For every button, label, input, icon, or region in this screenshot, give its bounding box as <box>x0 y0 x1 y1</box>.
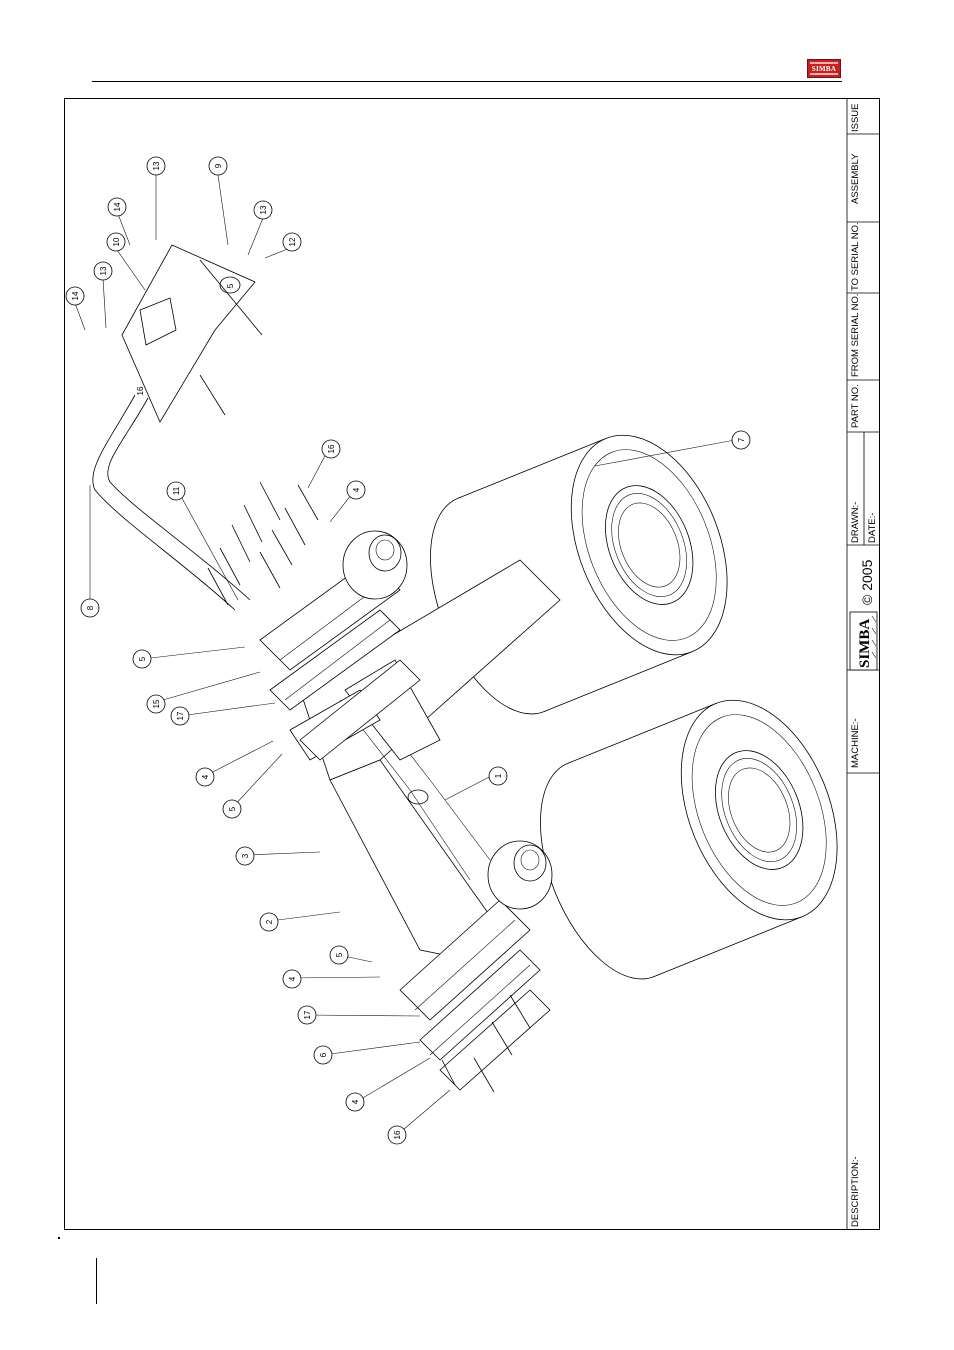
callout-label: 14 <box>71 291 80 300</box>
callout-bubble: 14 <box>66 287 84 305</box>
assembly-label: ASSEMBLY <box>850 153 861 204</box>
company-logo: SIMBA <box>850 612 877 670</box>
from-serial-label: FROM SERIAL NO. <box>850 293 861 377</box>
machine-label: MACHINE:- <box>850 718 861 768</box>
callout-bubble: 17 <box>171 707 189 725</box>
callout-bubble: 10 <box>107 233 125 251</box>
callout-bubble: 4 <box>196 768 214 786</box>
callout-bubble: 6 <box>314 1046 332 1064</box>
to-serial-label: TO SERIAL NO. <box>850 222 861 291</box>
callout-bubble: 13 <box>147 157 165 175</box>
callout-label: 13 <box>259 205 268 214</box>
callout-bubble: 13 <box>254 201 272 219</box>
company-logo-text: SIMBA <box>857 619 873 668</box>
title-block: ISSUE ASSEMBLY TO SERIAL NO. FROM SERIAL… <box>847 98 880 1230</box>
callout-bubble: 5 <box>223 800 241 818</box>
callout-bubble: 15 <box>147 695 165 713</box>
callout-bubble: 16 <box>388 1126 406 1144</box>
callout-bubble: 3 <box>236 847 254 865</box>
callout-label: 16 <box>327 444 336 453</box>
callout-bubble: 1 <box>489 767 507 785</box>
callout-label: 11 <box>172 486 181 495</box>
callout-label: 10 <box>112 237 121 246</box>
callout-label: 5 <box>226 283 235 288</box>
callout-bubble: 5 <box>330 946 348 964</box>
callout-label: 5 <box>228 806 237 811</box>
callout-bubble: 13 <box>94 262 112 280</box>
callout-label: 2 <box>265 919 274 924</box>
callout-label: 4 <box>288 976 297 981</box>
part-no-label: PART NO. <box>850 384 861 428</box>
callout-label-group: 5 <box>226 283 235 288</box>
callout-bubble: 7 <box>732 431 750 449</box>
callout-label: 13 <box>152 161 161 170</box>
callout-label: 13 <box>99 266 108 275</box>
callout-label: 9 <box>214 163 223 168</box>
callout-bubble: 16 <box>322 440 340 458</box>
callout-bubble: 4 <box>346 1093 364 1111</box>
callout-label: 16 <box>136 386 145 395</box>
callout-bubble: 5 <box>133 650 151 668</box>
callout-label: 6 <box>319 1052 328 1057</box>
light-bracket-arm <box>93 395 250 610</box>
callout-bubble: 14 <box>108 198 126 216</box>
callout-bubble: 9 <box>209 157 227 175</box>
callout-bubble: 8 <box>81 599 99 617</box>
callout-label: 16 <box>393 1130 402 1139</box>
callout-bubble: 4 <box>347 481 365 499</box>
callout-label: 14 <box>113 202 122 211</box>
callout-bubble: 2 <box>260 913 278 931</box>
date-label: DATE:- <box>867 513 878 543</box>
callout-label: 17 <box>176 711 185 720</box>
hub-upper <box>343 531 407 599</box>
callout-label: 4 <box>201 774 210 779</box>
callout-label: 4 <box>352 487 361 492</box>
callout-label-group: 16 <box>136 386 145 395</box>
callout-label: 8 <box>86 605 95 610</box>
callout-label: 5 <box>335 952 344 957</box>
callout-label: 12 <box>288 237 297 246</box>
issue-label: ISSUE <box>850 103 861 132</box>
drawn-label: DRAWN:- <box>850 502 861 543</box>
hub-lower <box>488 841 552 909</box>
callout-label: 5 <box>138 656 147 661</box>
callout-label: 1 <box>494 773 503 778</box>
bolts-upper <box>208 482 318 605</box>
callout-bubble: 12 <box>283 233 301 251</box>
copyright-text: © 2005 <box>859 559 875 605</box>
callout-label: 17 <box>303 1010 312 1019</box>
callout-label: 15 <box>152 699 161 708</box>
callout-bubble: 11 <box>167 482 185 500</box>
callout-label: 7 <box>737 437 746 442</box>
callout-bubble: 4 <box>283 970 301 988</box>
callout-label: 3 <box>241 853 250 858</box>
callout-label: 4 <box>351 1099 360 1104</box>
callout-bubble: 17 <box>298 1006 316 1024</box>
description-label: DESCRIPTION:- <box>850 1156 861 1227</box>
wheel-lower <box>512 677 867 999</box>
